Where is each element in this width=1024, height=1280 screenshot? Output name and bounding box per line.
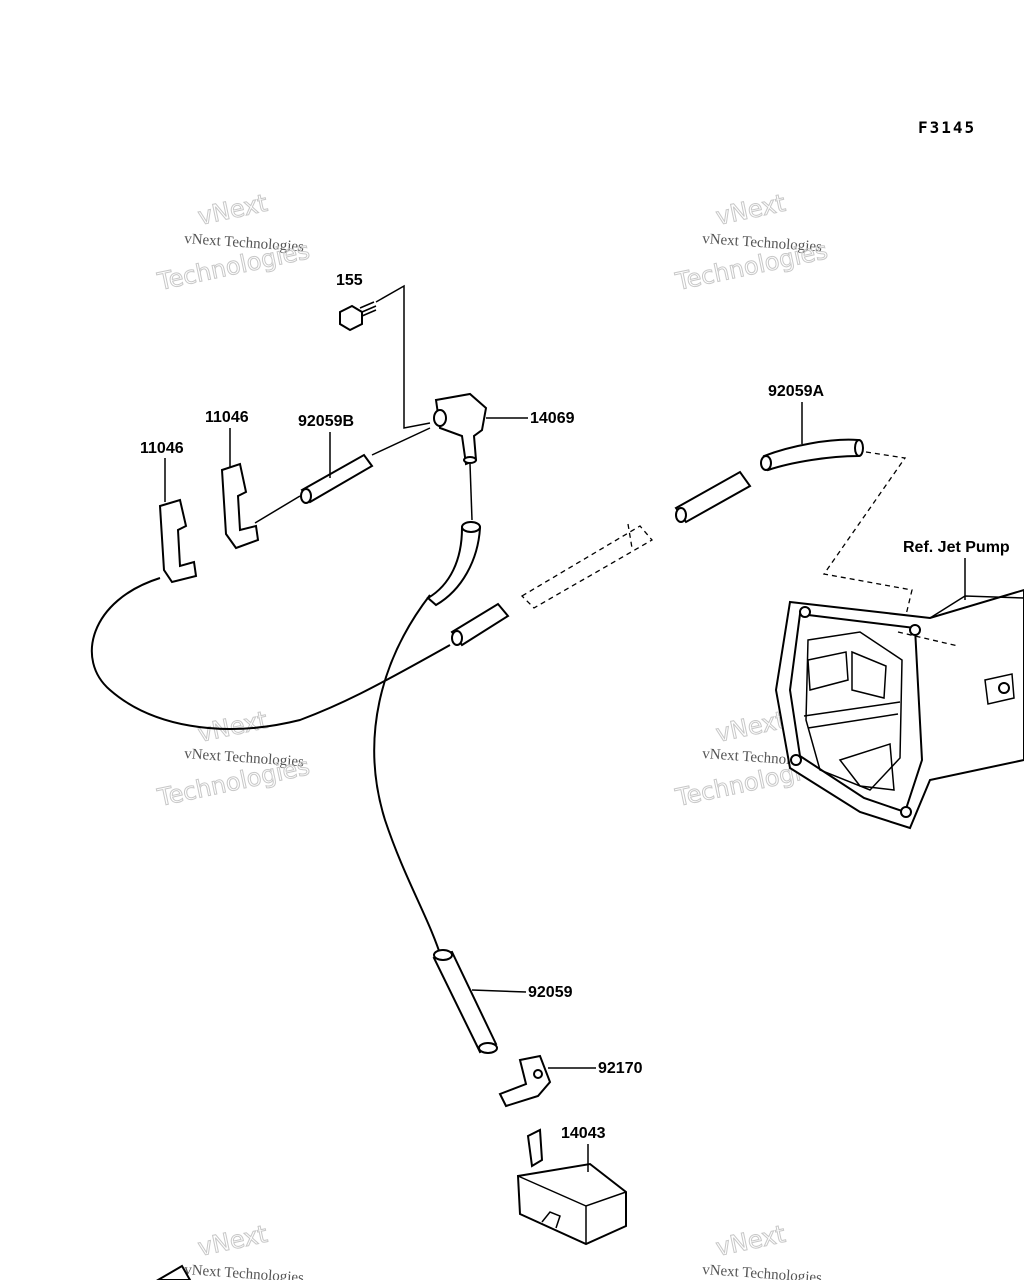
part-curved-hose[interactable] — [426, 521, 482, 607]
label-155: 155 — [336, 272, 363, 289]
connector-14069-hose — [469, 463, 473, 521]
watermark-top-right: vNext vNext Technologies Technologies — [672, 188, 831, 296]
leader-92059 — [471, 989, 527, 993]
part-92059B-hose[interactable] — [300, 453, 374, 504]
watermark-line1: vNext Technologies — [702, 1262, 823, 1280]
connector-14069-92059B — [371, 427, 431, 456]
label-ref-jet-pump: Ref. Jet Pump — [903, 539, 1010, 556]
connector-92059A-pump — [822, 451, 913, 641]
leader-155 — [375, 284, 431, 429]
part-11046-clamp-b[interactable] — [220, 462, 260, 550]
part-14043-block[interactable] — [516, 1128, 627, 1246]
label-92059: 92059 — [528, 984, 573, 1001]
label-92059A: 92059A — [768, 383, 824, 400]
label-92170: 92170 — [598, 1060, 643, 1077]
watermark-line2: vNext — [713, 1220, 787, 1262]
label-14043: 14043 — [561, 1125, 606, 1142]
label-11046-a: 11046 — [140, 440, 184, 457]
watermark-line2: vNext — [713, 189, 787, 231]
part-short-hose[interactable] — [450, 602, 510, 647]
label-14069: 14069 — [530, 410, 575, 427]
watermark-bottom-right: vNext vNext Technologies — [702, 1219, 823, 1280]
watermark-line2: vNext — [195, 1220, 269, 1262]
part-155-bolt[interactable] — [339, 301, 377, 332]
label-92059B: 92059B — [298, 413, 354, 430]
part-92059-hose[interactable] — [432, 949, 498, 1054]
connector-92059B-11046 — [254, 495, 301, 524]
part-11046-clamp-a[interactable] — [158, 498, 198, 584]
watermark-top-left: vNext vNext Technologies Technologies — [154, 188, 313, 296]
watermark-line1: vNext Technologies — [184, 1262, 305, 1280]
cable-loop — [90, 577, 451, 730]
hidden-hose — [520, 523, 654, 609]
label-11046-b: 11046 — [205, 409, 249, 426]
hose-line — [373, 594, 443, 961]
part-14069-elbow[interactable] — [433, 392, 488, 466]
partial-part-fragment — [156, 1264, 192, 1280]
watermark-line2: vNext — [195, 189, 269, 231]
part-92170-clip[interactable] — [498, 1054, 552, 1108]
watermark-line2: vNext — [713, 706, 787, 748]
diagram-code: F3145 — [918, 118, 976, 137]
jet-pump-housing — [774, 588, 1024, 830]
part-92059A-straight[interactable] — [674, 470, 752, 524]
part-92059A-curved[interactable] — [760, 438, 864, 472]
watermark-bottom-left: vNext vNext Technologies — [184, 1219, 305, 1280]
